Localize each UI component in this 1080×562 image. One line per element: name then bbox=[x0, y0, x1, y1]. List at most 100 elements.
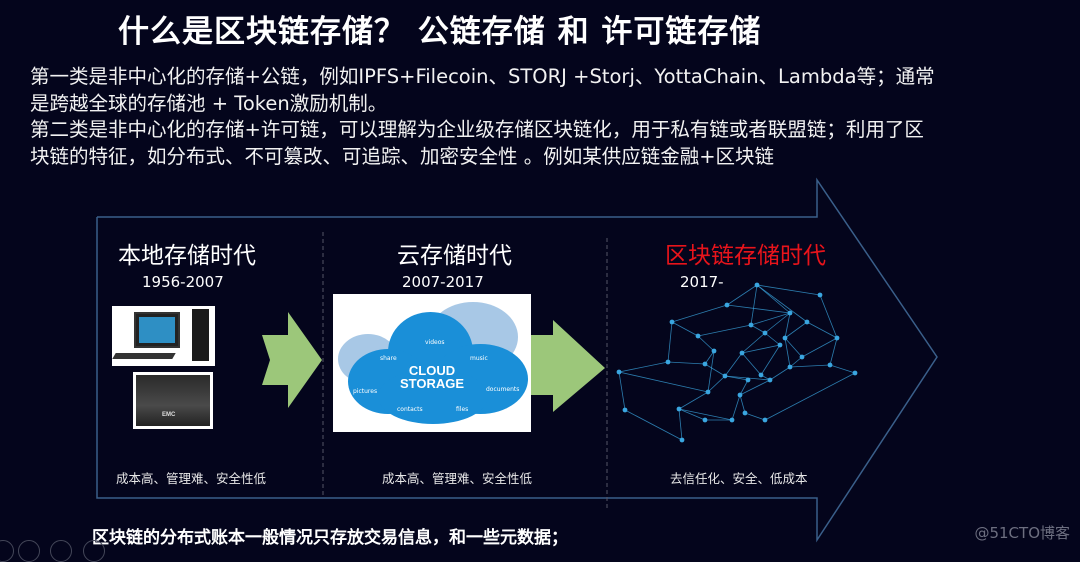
cloud-label-line: CLOUD bbox=[408, 363, 456, 378]
network-edge bbox=[756, 284, 791, 314]
network-node bbox=[852, 370, 858, 376]
era-note-blockchain: 去信任化、安全、低成本 bbox=[670, 471, 808, 486]
network-node bbox=[711, 348, 717, 354]
network-node bbox=[834, 335, 840, 341]
network-edge bbox=[784, 337, 803, 358]
network-node bbox=[729, 417, 735, 423]
network-node bbox=[737, 392, 743, 398]
network-node bbox=[679, 437, 685, 443]
network-edge bbox=[741, 352, 762, 376]
era-note-cloud: 成本高、管理难、安全性低 bbox=[382, 471, 533, 486]
intro-line: 第一类是非中心化的存储+公链，例如IPFS+Filecoin、STORJ +St… bbox=[30, 65, 935, 88]
network-node bbox=[745, 377, 751, 383]
cloud-tag: share bbox=[380, 355, 397, 362]
network-edge bbox=[731, 394, 741, 421]
network-edge bbox=[750, 324, 766, 334]
slideshow-menu-button[interactable] bbox=[18, 540, 40, 562]
network-edge bbox=[764, 332, 781, 346]
network-node bbox=[724, 302, 730, 308]
network-edge bbox=[726, 284, 758, 306]
era-title-cloud: 云存储时代 bbox=[397, 243, 512, 269]
network-edge bbox=[819, 294, 838, 339]
intro-line: 块链的特征，如分布式、不可篡改、可追踪、加密安全性 。例如某供应链金融+区块链 bbox=[30, 144, 775, 168]
slideshow-more-button[interactable] bbox=[83, 540, 105, 562]
network-node bbox=[762, 417, 768, 423]
network-edge bbox=[671, 321, 699, 337]
intro-text: 第一类是非中心化的存储+公链，例如IPFS+Filecoin、STORJ +St… bbox=[30, 64, 1060, 170]
green-arrow-icon bbox=[262, 312, 322, 408]
network-edge bbox=[618, 361, 669, 373]
network-edge bbox=[829, 337, 838, 366]
network-edge bbox=[618, 371, 626, 411]
network-edge bbox=[750, 312, 791, 326]
era-title-blockchain: 区块链存储时代 bbox=[665, 243, 826, 269]
network-edge bbox=[806, 321, 838, 339]
network-edge bbox=[724, 375, 749, 381]
cloud-label-line: STORAGE bbox=[399, 376, 465, 391]
network-node bbox=[705, 389, 711, 395]
network-edge bbox=[784, 321, 808, 339]
network-node bbox=[787, 364, 793, 370]
server-icon: EMC bbox=[136, 375, 210, 426]
desktop-computer-image bbox=[112, 306, 215, 366]
network-node bbox=[758, 372, 764, 378]
network-edge bbox=[697, 324, 752, 337]
network-edge bbox=[801, 337, 838, 358]
network-edge bbox=[618, 371, 709, 393]
network-edge bbox=[739, 379, 771, 396]
slide-title: 什么是区块链存储？ 公链存储 和 许可链存储 bbox=[118, 14, 762, 50]
network-node bbox=[777, 342, 783, 348]
network-node bbox=[722, 373, 728, 379]
network-node bbox=[787, 310, 793, 316]
network-edge bbox=[724, 352, 743, 377]
monitor-icon bbox=[134, 312, 180, 348]
network-edge bbox=[756, 284, 808, 323]
network-edge bbox=[741, 332, 766, 354]
network-node bbox=[702, 417, 708, 423]
network-edge bbox=[739, 379, 749, 396]
network-node bbox=[616, 369, 622, 375]
network-edge bbox=[739, 394, 746, 414]
era-years-local: 1956-2007 bbox=[142, 273, 224, 291]
network-node bbox=[695, 333, 701, 339]
network-edge bbox=[784, 337, 791, 368]
server-brand: EMC bbox=[162, 412, 176, 418]
cloud-tag: pictures bbox=[353, 388, 378, 395]
network-node bbox=[676, 406, 682, 412]
network-edge bbox=[744, 412, 766, 421]
network-edge bbox=[741, 344, 781, 354]
era-title-local: 本地存储时代 bbox=[118, 243, 256, 269]
network-node bbox=[665, 359, 671, 365]
cloud-tag: files bbox=[456, 406, 469, 413]
network-edge bbox=[667, 321, 673, 363]
network-edge bbox=[697, 335, 715, 352]
network-edge bbox=[678, 408, 733, 421]
network-node bbox=[748, 322, 754, 328]
era-years-blockchain: 2017- bbox=[680, 273, 724, 291]
arrow-outline bbox=[96, 177, 938, 543]
network-edge bbox=[667, 361, 706, 365]
cloud-tag: documents bbox=[486, 386, 520, 393]
network-edge bbox=[678, 408, 706, 421]
network-edge bbox=[750, 284, 758, 326]
network-edge bbox=[769, 366, 791, 381]
network-edge bbox=[764, 372, 856, 421]
storage-server-image: EMC bbox=[133, 372, 213, 429]
slideshow-zoom-button[interactable] bbox=[50, 540, 72, 562]
network-node bbox=[817, 292, 823, 298]
network-edge bbox=[704, 363, 726, 377]
intro-line: 第二类是非中心化的存储+许可链，可以理解为企业级存储区块链化，用于私有链或者联盟… bbox=[30, 118, 924, 141]
network-edge bbox=[764, 312, 791, 334]
cloud-tag: videos bbox=[425, 339, 445, 346]
network-edge bbox=[671, 304, 728, 323]
intro-line: 是跨越全球的存储池 + Token激励机制。 bbox=[30, 91, 388, 115]
network-edge bbox=[678, 408, 683, 441]
bottom-note: 区块链的分布式账本一般情况只存放交易信息，和一些元数据； bbox=[92, 528, 568, 548]
pc-tower-icon bbox=[192, 309, 209, 361]
network-edge bbox=[829, 364, 856, 374]
network-node bbox=[622, 407, 628, 413]
network-node bbox=[827, 362, 833, 368]
